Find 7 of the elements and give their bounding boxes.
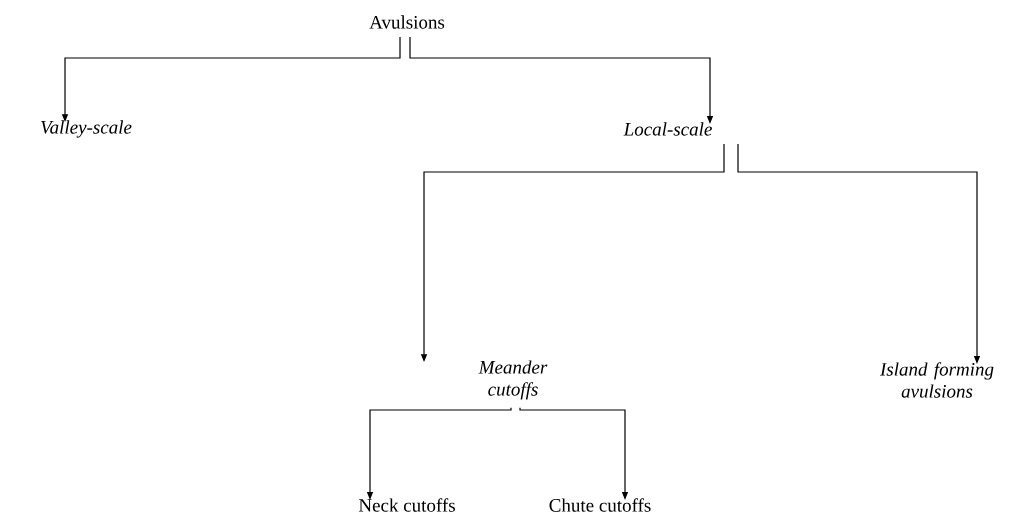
node-label: Avulsions <box>369 15 445 29</box>
node-label: Valley-scale <box>41 120 132 138</box>
node-label: Chute cutoffs <box>549 498 651 512</box>
node-label: Meander cutoffs <box>478 360 548 400</box>
node-label: Neck cutoffs <box>358 498 455 512</box>
node-label: Island forming avulsions <box>879 362 994 398</box>
node-label: Local-scale <box>623 122 712 136</box>
